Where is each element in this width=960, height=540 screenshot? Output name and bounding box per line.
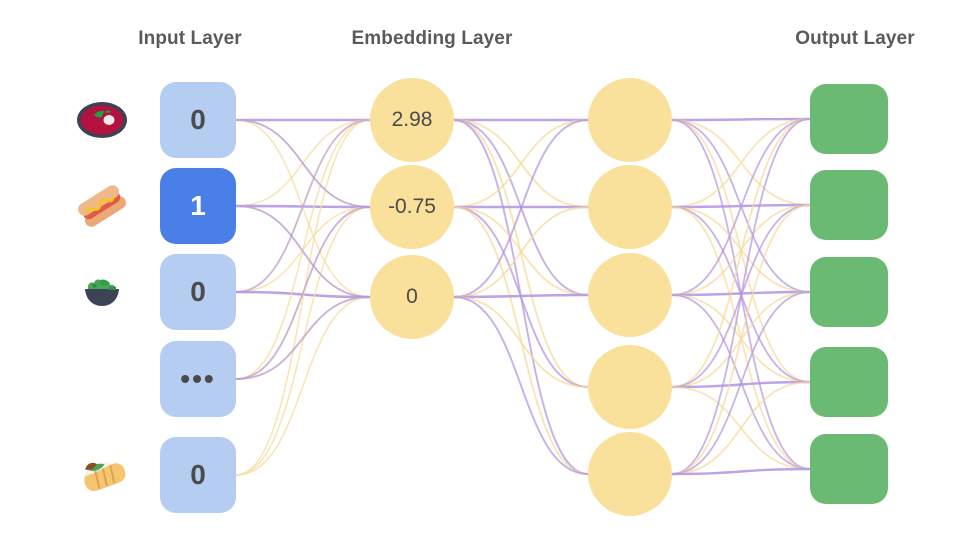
input-node-value: 0: [190, 276, 206, 307]
embedding-layer-title: Embedding Layer: [351, 28, 513, 49]
output-layer-title: Output Layer: [795, 28, 915, 49]
input-node-value: 0: [190, 459, 206, 490]
input-node-5[interactable]: 0: [160, 437, 236, 513]
soup-bowl-icon: [74, 92, 130, 148]
burrito-icon: [74, 447, 130, 503]
embedding-node-value: 0: [406, 285, 418, 308]
embedding-node-2[interactable]: -0.75: [370, 165, 454, 249]
output-node-4[interactable]: [810, 347, 888, 417]
hidden-node-2[interactable]: [588, 165, 672, 249]
output-node-3[interactable]: [810, 257, 888, 327]
hidden-node-5[interactable]: [588, 432, 672, 516]
green-salad-icon: [74, 264, 130, 320]
hidden-node-1[interactable]: [588, 78, 672, 162]
input-node-value: 0: [190, 104, 206, 135]
embedding-node-value: 2.98: [391, 108, 433, 131]
input-node-2[interactable]: 1: [160, 168, 236, 244]
input-node-4[interactable]: •••: [160, 341, 236, 417]
embedding-node-value: -0.75: [388, 195, 436, 218]
output-node-5[interactable]: [810, 434, 888, 504]
output-node-1[interactable]: [810, 84, 888, 154]
hot-dog-icon: [74, 178, 130, 234]
input-node-3[interactable]: 0: [160, 254, 236, 330]
input-node-1[interactable]: 0: [160, 82, 236, 158]
input-node-value: •••: [180, 363, 216, 395]
embedding-node-3[interactable]: 0: [370, 255, 454, 339]
output-node-2[interactable]: [810, 170, 888, 240]
hidden-node-4[interactable]: [588, 345, 672, 429]
input-node-value: 1: [190, 190, 206, 221]
input-layer-title: Input Layer: [138, 28, 242, 49]
embedding-node-1[interactable]: 2.98: [370, 78, 454, 162]
hidden-node-3[interactable]: [588, 253, 672, 337]
